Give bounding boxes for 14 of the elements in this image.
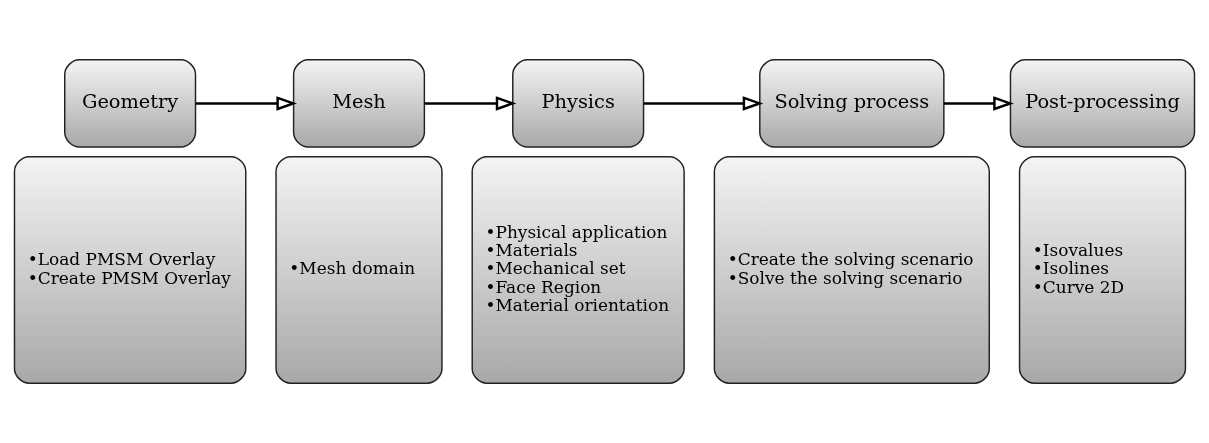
node-box: Geometry (64, 59, 197, 148)
node-box: Mesh (292, 59, 426, 148)
arrow (424, 96, 517, 111)
node-box: •Isovalues •Isolines •Curve 2D (1018, 156, 1187, 384)
arrow (195, 96, 297, 111)
node-box: Physics (512, 59, 645, 148)
node-box: •Physical application •Materials •Mechanical set •Face Region •Material orientation (471, 156, 685, 384)
node-box: Solving process (759, 59, 945, 148)
arrow (643, 96, 764, 111)
node-box: Post-processing (1009, 59, 1196, 148)
node-box: •Create the solving scenario •Solve the solving scenario (713, 156, 990, 384)
arrow (943, 96, 1014, 111)
node-box: •Load PMSM Overlay •Create PMSM Overlay (13, 156, 247, 384)
node-box: •Mesh domain (275, 156, 443, 384)
